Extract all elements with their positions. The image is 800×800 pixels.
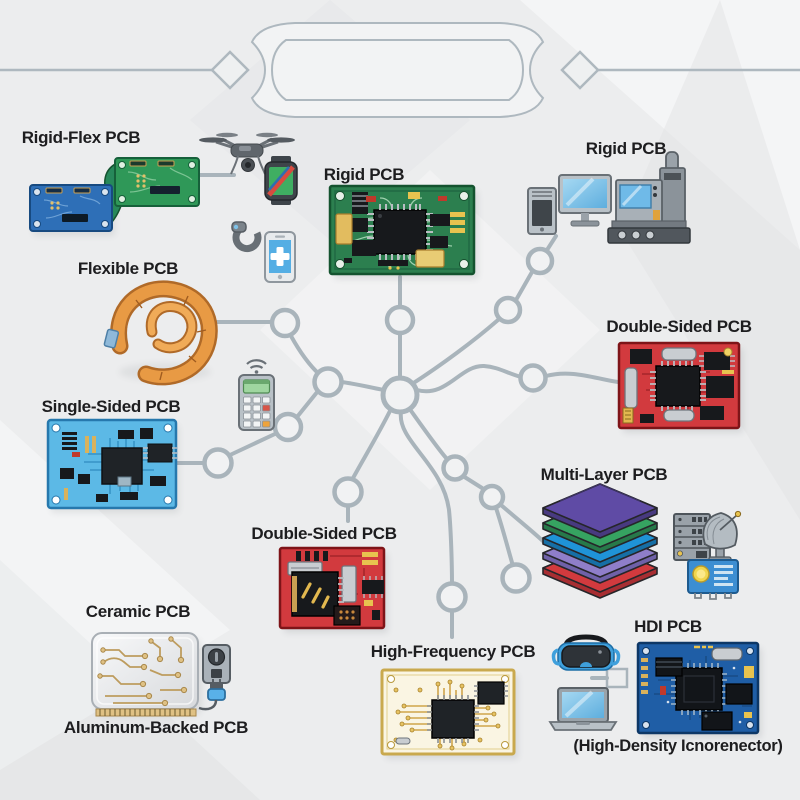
banner-inner-frame: [270, 39, 525, 101]
label-rigid-flex-pcb: Rigid-Flex PCB: [21, 128, 141, 147]
rigid-pcb-center-board: [328, 184, 478, 279]
banner-diamond-right: [560, 50, 600, 90]
medical-phone-icon: [264, 231, 296, 283]
desktop-tower-icon: [527, 187, 557, 235]
cnc-machine-icon: [607, 151, 691, 244]
smartwatch-icon: [264, 156, 298, 205]
label-rigid-pcb-right: Rigid PCB: [585, 139, 667, 158]
hdi-pcb-board: [636, 641, 762, 738]
label-hdi-pcb: HDI PCB: [634, 617, 702, 636]
rigid-flex-pcb-illustration: [29, 157, 200, 236]
label-double-sided-pcb-right: Double-Sided PCB: [606, 317, 752, 336]
title-banner: [0, 22, 800, 118]
network-nodes: [202, 246, 555, 613]
label-single-sided-pcb: Single-Sided PCB: [41, 397, 181, 416]
label-flexible-pcb: Flexible PCB: [77, 259, 179, 278]
label-high-frequency-pcb: High-Frequency PCB: [370, 642, 536, 661]
label-ceramic-pcb: Ceramic PCB: [85, 602, 191, 621]
ceramic-pcb-board: [91, 632, 202, 717]
fitness-band-icon: [231, 221, 262, 253]
network-hub: [380, 375, 420, 415]
control-box-icon: [687, 559, 739, 600]
rigid-flex-blue-board: [29, 184, 113, 232]
single-sided-pcb-board: [46, 418, 179, 513]
monitor-icon: [558, 174, 612, 227]
label-hdi-pcb-subtitle: (High-Density Icnorenector): [573, 737, 783, 755]
multi-layer-pcb-stack: [542, 483, 658, 599]
double-sided-pcb-bottom-board: [278, 546, 388, 633]
high-frequency-pcb-board: [380, 668, 518, 759]
aluminum-pin-strip: [95, 708, 197, 717]
flexible-pcb-coil: [103, 280, 218, 386]
power-outlet-icon: [202, 644, 231, 684]
connector-network: [174, 173, 629, 689]
label-multi-layer-pcb: Multi-Layer PCB: [540, 465, 668, 484]
vr-headset-icon: [551, 634, 621, 671]
drone-icon: [199, 132, 295, 175]
power-plug-icon: [198, 679, 226, 711]
pos-terminal-icon: [238, 359, 275, 431]
banner-outer-frame: [250, 22, 545, 118]
rigid-flex-green-board: [114, 157, 200, 207]
banner-diamond-left: [210, 50, 250, 90]
laptop-icon: [548, 687, 618, 731]
double-sided-pcb-right-board: [617, 341, 743, 433]
label-aluminum-backed-pcb: Aluminum-Backed PCB: [63, 718, 249, 737]
hdi-connector-bracket: [605, 667, 629, 689]
label-double-sided-pcb-bottom: Double-Sided PCB: [251, 524, 397, 543]
label-rigid-pcb-center: Rigid PCB: [323, 165, 405, 184]
